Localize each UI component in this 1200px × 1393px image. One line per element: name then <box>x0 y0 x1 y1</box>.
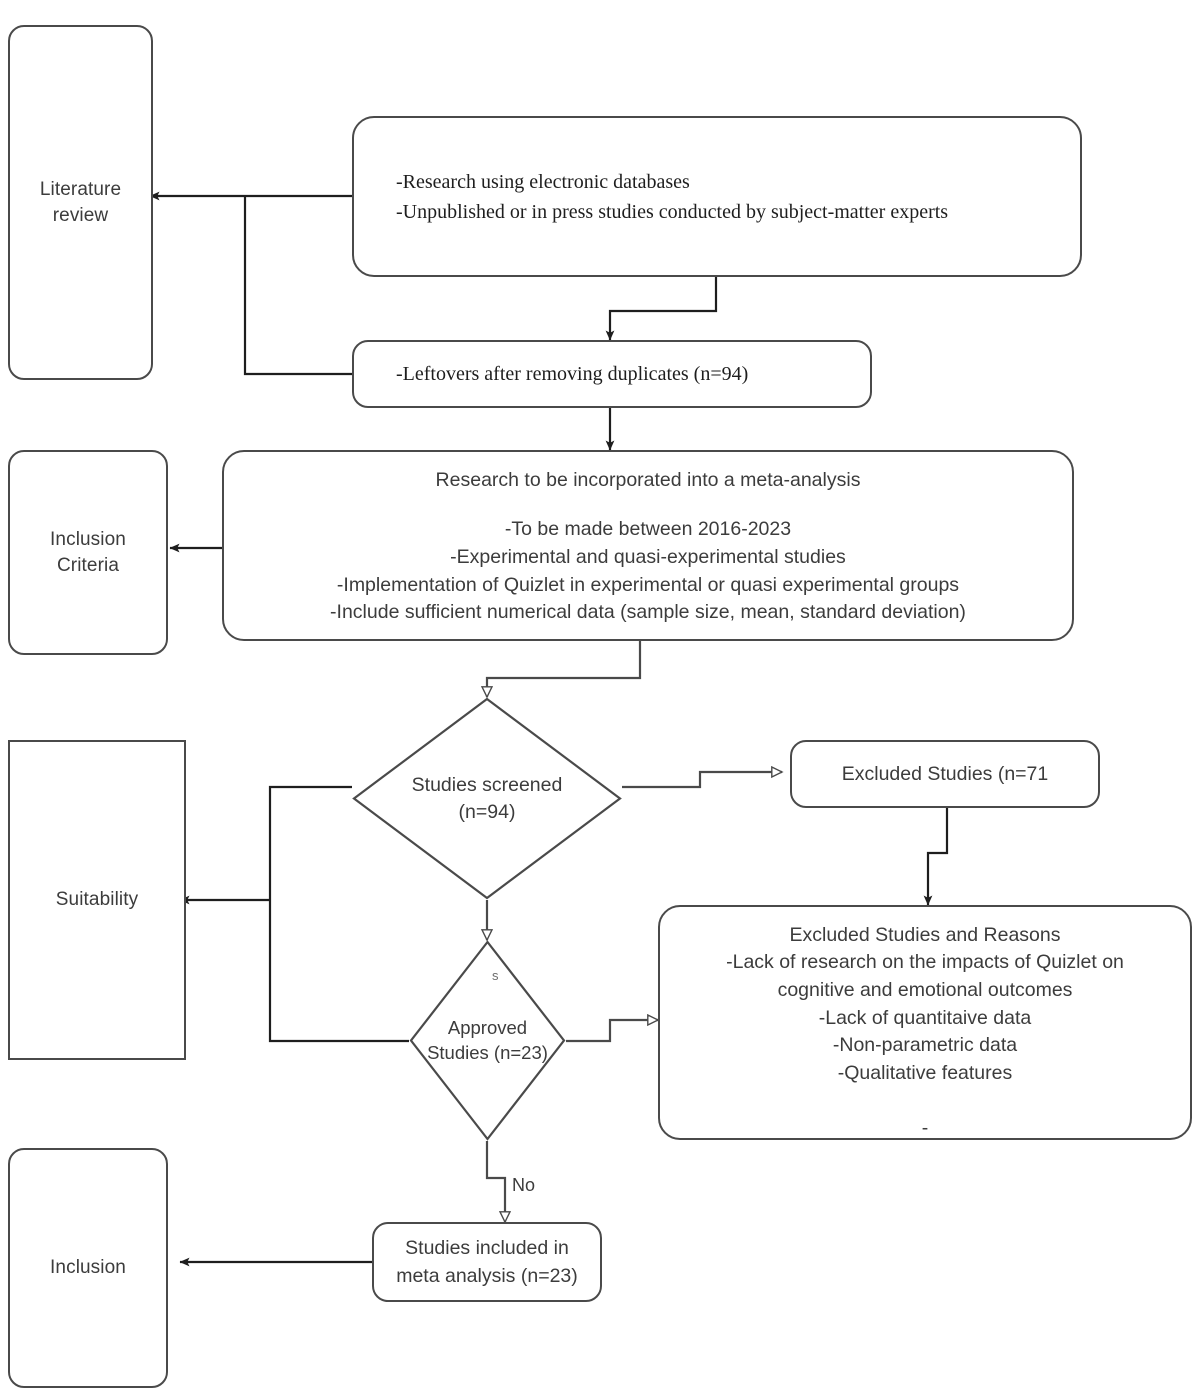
stage-inclusion-criteria-label: Inclusion Criteria <box>50 528 126 576</box>
node-approved-studies-text: Approved Studies (n=23) <box>427 1016 548 1063</box>
stage-literature-review-label: Literature review <box>39 178 122 226</box>
edge-label-yes-partial: s <box>492 968 499 983</box>
node-meta-analysis-criteria[interactable]: Research to be incorporated into a meta-… <box>222 450 1074 641</box>
node-excluded-reasons-title: Excluded Studies and Reasons <box>789 924 1061 946</box>
node-studies-included-text: Studies included in meta analysis (n=23) <box>396 1236 578 1287</box>
node-excluded-studies[interactable]: Excluded Studies (n=71 <box>790 740 1100 808</box>
studies-screened-shape <box>352 697 622 900</box>
node-meta-analysis-criteria-title: Research to be incorporated into a meta-… <box>435 469 861 491</box>
edge-label-no: No <box>512 1175 535 1196</box>
stage-suitability[interactable]: Suitability <box>8 740 186 1060</box>
node-studies-screened[interactable]: Studies screened (n=94) <box>352 697 622 900</box>
edge-label-yes-partial-text: s <box>492 968 499 983</box>
approved-studies-shape <box>409 940 566 1141</box>
node-studies-screened-text: Studies screened (n=94) <box>411 774 563 823</box>
node-duplicates-text: -Leftovers after removing duplicates (n=… <box>396 363 749 385</box>
node-sources[interactable]: -Research using electronic databases -Un… <box>352 116 1082 277</box>
stage-inclusion-label: Inclusion <box>50 1257 126 1279</box>
stage-inclusion[interactable]: Inclusion <box>8 1148 168 1388</box>
stage-suitability-label: Suitability <box>55 889 139 911</box>
node-excluded-reasons[interactable]: Excluded Studies and Reasons -Lack of re… <box>658 905 1192 1140</box>
node-excluded-reasons-text: -Lack of research on the impacts of Quiz… <box>726 951 1124 1140</box>
node-excluded-studies-text: Excluded Studies (n=71 <box>841 762 1049 785</box>
edge-label-no-text: No <box>512 1175 536 1195</box>
node-sources-text: -Research using electronic databases -Un… <box>396 170 949 223</box>
stage-inclusion-criteria[interactable]: Inclusion Criteria <box>8 450 168 655</box>
node-approved-studies[interactable]: Approved Studies (n=23) <box>409 940 566 1141</box>
node-meta-analysis-criteria-text: -To be made between 2016-2023 -Experimen… <box>330 518 966 624</box>
node-duplicates[interactable]: -Leftovers after removing duplicates (n=… <box>352 340 872 408</box>
node-studies-included[interactable]: Studies included in meta analysis (n=23) <box>372 1222 602 1302</box>
stage-literature-review[interactable]: Literature review <box>8 25 153 380</box>
